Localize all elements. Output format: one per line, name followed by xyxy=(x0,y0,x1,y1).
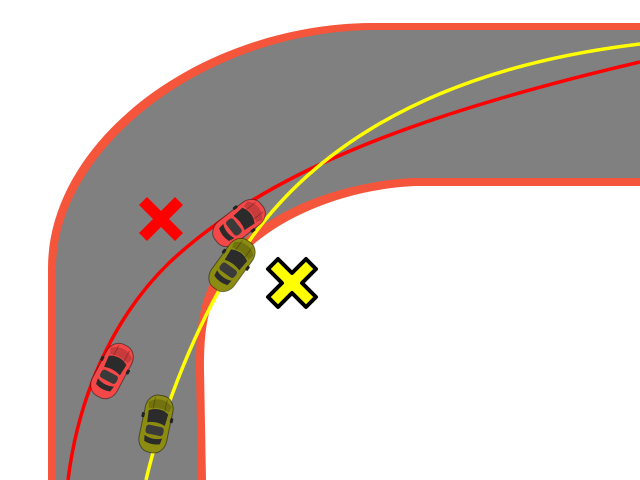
yellow-x-marker xyxy=(266,257,318,309)
red-racing-line xyxy=(66,60,640,480)
red-x-marker xyxy=(139,197,183,241)
track-surface xyxy=(56,30,640,480)
